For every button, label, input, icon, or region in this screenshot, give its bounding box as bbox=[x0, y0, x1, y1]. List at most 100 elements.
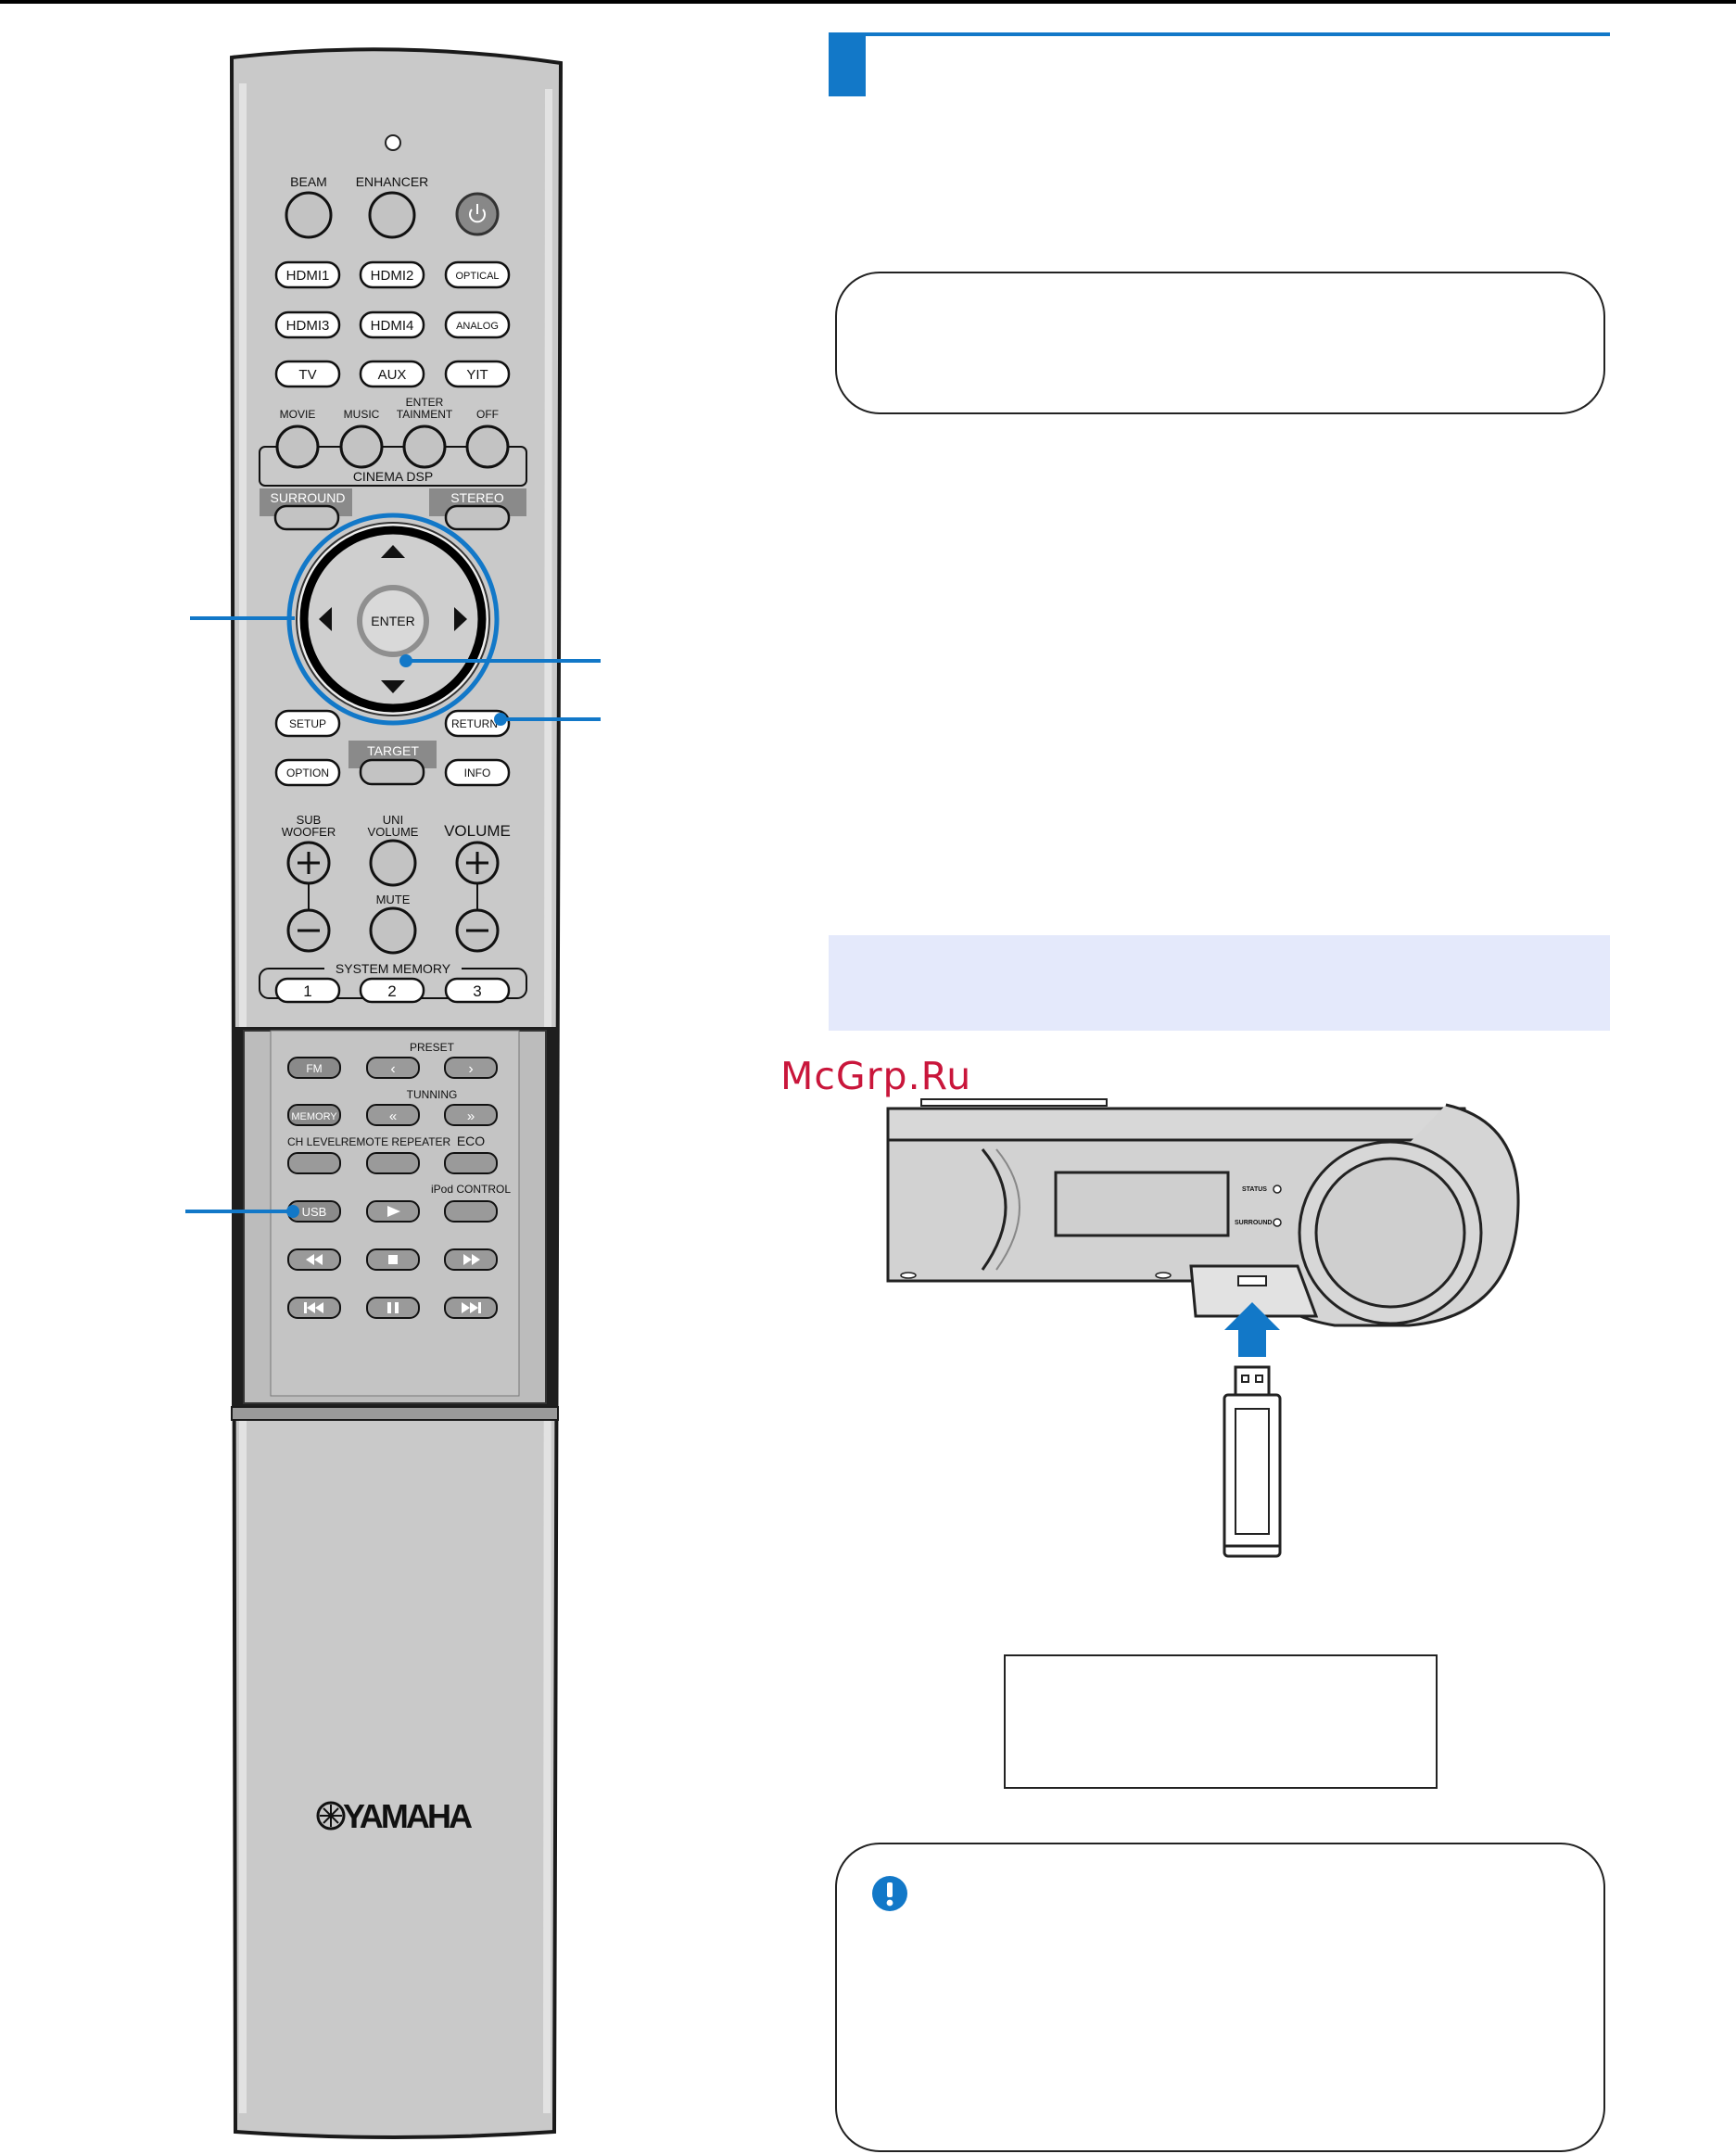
svg-text:SYSTEM MEMORY: SYSTEM MEMORY bbox=[336, 961, 451, 976]
hdmi4-button[interactable] bbox=[359, 310, 425, 339]
option-button[interactable] bbox=[274, 758, 341, 787]
preset-left-icon: ‹ bbox=[390, 1061, 395, 1077]
svg-text:VOLUME: VOLUME bbox=[444, 822, 511, 840]
target-button[interactable] bbox=[359, 758, 425, 786]
ch-level-button[interactable] bbox=[287, 1152, 341, 1174]
svg-text:TV: TV bbox=[298, 367, 316, 383]
usb-stick-connector bbox=[1234, 1365, 1271, 1397]
power-icon bbox=[469, 204, 486, 223]
cursor-up-icon[interactable] bbox=[381, 545, 405, 558]
tv-button[interactable] bbox=[274, 360, 341, 388]
remote-repeater-button[interactable] bbox=[366, 1152, 420, 1174]
preset-right-button[interactable] bbox=[444, 1057, 498, 1079]
svg-text:ECO: ECO bbox=[457, 1134, 485, 1148]
eco-button[interactable] bbox=[444, 1152, 498, 1174]
info-box-top bbox=[835, 272, 1605, 414]
enter-button[interactable] bbox=[357, 585, 429, 657]
svg-text:FM: FM bbox=[306, 1062, 322, 1075]
memory-button[interactable] bbox=[287, 1104, 341, 1126]
analog-button[interactable] bbox=[444, 310, 511, 339]
memory-3-button[interactable] bbox=[444, 977, 511, 1004]
insert-arrow-icon bbox=[1224, 1302, 1280, 1357]
enhancer-label: ENHANCER bbox=[356, 174, 429, 189]
hdmi2-button[interactable] bbox=[359, 260, 425, 289]
return-button[interactable] bbox=[444, 709, 511, 738]
yit-button[interactable] bbox=[444, 360, 511, 388]
usb-port bbox=[1237, 1275, 1267, 1286]
yamaha-logo: YAMAHA bbox=[316, 1797, 473, 1835]
cursor-left-icon[interactable] bbox=[319, 607, 332, 631]
section-marker bbox=[829, 34, 866, 96]
memory-2-button[interactable] bbox=[359, 977, 425, 1004]
tuning-down-button[interactable] bbox=[366, 1104, 420, 1126]
enhancer-button[interactable] bbox=[368, 191, 416, 239]
svg-text:WOOFER: WOOFER bbox=[282, 825, 336, 839]
ipod-control-button[interactable] bbox=[444, 1200, 498, 1223]
svg-text:STEREO: STEREO bbox=[450, 490, 504, 505]
device-illustration: STATUS SURROUND bbox=[886, 1095, 1520, 1558]
hdmi3-button[interactable] bbox=[274, 310, 341, 339]
memory-1-button[interactable] bbox=[274, 977, 341, 1004]
rewind-icon bbox=[306, 1254, 323, 1265]
svg-text:INFO: INFO bbox=[464, 767, 491, 779]
svg-text:OPTICAL: OPTICAL bbox=[455, 271, 499, 282]
preset-left-button[interactable] bbox=[366, 1057, 420, 1079]
svg-text:UNI: UNI bbox=[383, 813, 403, 827]
svg-text:MOVIE: MOVIE bbox=[280, 408, 316, 421]
svg-text:USB: USB bbox=[302, 1205, 327, 1219]
optical-button[interactable] bbox=[444, 260, 511, 289]
hdmi1-button[interactable] bbox=[274, 260, 341, 289]
callout-lines bbox=[185, 616, 601, 1218]
display-message-box bbox=[1004, 1654, 1438, 1789]
caution-box bbox=[835, 1843, 1605, 2152]
remote-control: BEAM ENHANCER HDMI1 HDMI2 OPTICAL HDMI3 … bbox=[229, 47, 564, 2139]
tuning-down-icon: « bbox=[389, 1109, 397, 1124]
svg-text:YIT: YIT bbox=[466, 367, 488, 383]
svg-text:OFF: OFF bbox=[476, 408, 499, 421]
svg-text:REMOTE REPEATER: REMOTE REPEATER bbox=[341, 1135, 451, 1148]
beam-button[interactable] bbox=[285, 191, 333, 239]
stereo-button[interactable] bbox=[444, 504, 511, 531]
svg-text:VOLUME: VOLUME bbox=[368, 825, 419, 839]
svg-text:MEMORY: MEMORY bbox=[291, 1111, 337, 1122]
caution-icon bbox=[872, 1876, 907, 1911]
music-button[interactable] bbox=[339, 424, 384, 469]
svg-text:MUSIC: MUSIC bbox=[344, 408, 380, 421]
cursor-right-icon[interactable] bbox=[454, 607, 467, 631]
pause-button[interactable] bbox=[366, 1297, 420, 1319]
svg-text:RETURN: RETURN bbox=[451, 717, 498, 730]
mute-button[interactable] bbox=[369, 906, 417, 955]
tuning-up-button[interactable] bbox=[444, 1104, 498, 1126]
info-button[interactable] bbox=[444, 758, 511, 787]
svg-text:CH LEVEL: CH LEVEL bbox=[287, 1135, 341, 1148]
surround-button[interactable] bbox=[273, 504, 340, 531]
svg-text:OPTION: OPTION bbox=[286, 767, 329, 779]
tuning-up-icon: » bbox=[467, 1109, 475, 1124]
yamaha-emblem-icon bbox=[316, 1801, 346, 1831]
svg-text:3: 3 bbox=[473, 982, 481, 1000]
svg-text:2: 2 bbox=[387, 982, 396, 1000]
setup-button[interactable] bbox=[274, 709, 341, 738]
cinema-dsp-label: CINEMA DSP bbox=[353, 469, 433, 484]
svg-text:HDMI3: HDMI3 bbox=[286, 318, 330, 334]
beam-label: BEAM bbox=[290, 174, 327, 189]
aux-button[interactable] bbox=[359, 360, 425, 388]
movie-button[interactable] bbox=[275, 424, 320, 469]
svg-text:AUX: AUX bbox=[378, 367, 407, 383]
svg-text:HDMI1: HDMI1 bbox=[286, 268, 330, 284]
svg-text:ANALOG: ANALOG bbox=[456, 321, 499, 332]
off-button[interactable] bbox=[465, 424, 510, 469]
svg-text:YAMAHA: YAMAHA bbox=[343, 1797, 473, 1835]
svg-text:TUNNING: TUNNING bbox=[407, 1088, 458, 1101]
svg-text:SURROUND: SURROUND bbox=[1235, 1220, 1272, 1226]
cursor-down-icon[interactable] bbox=[381, 680, 405, 693]
svg-text:SUB: SUB bbox=[297, 813, 322, 827]
svg-text:iPod CONTROL: iPod CONTROL bbox=[431, 1183, 511, 1196]
uni-volume-button[interactable] bbox=[369, 839, 417, 887]
entertainment-label-2: TAINMENT bbox=[397, 408, 453, 421]
fm-button[interactable] bbox=[287, 1057, 341, 1079]
entertainment-button[interactable] bbox=[402, 424, 447, 469]
highlight-band bbox=[829, 935, 1610, 1031]
play-icon bbox=[387, 1206, 400, 1217]
